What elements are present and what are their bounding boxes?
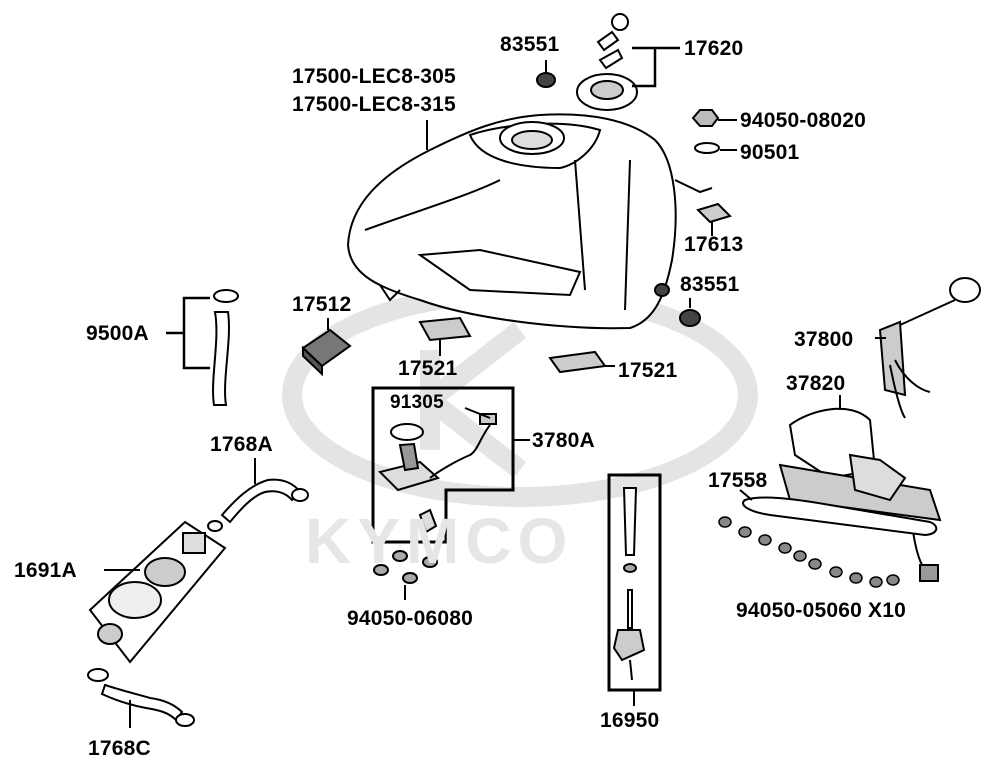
fuel-cap xyxy=(576,13,638,111)
label-37800: 37800 xyxy=(794,328,854,351)
label-17613: 17613 xyxy=(684,233,744,256)
gasket-17558 xyxy=(742,496,938,537)
grommet-83551-right xyxy=(654,283,701,327)
nuts-94050-05060 xyxy=(718,516,900,588)
fuel-sender-37800 xyxy=(878,277,981,419)
label-17558: 17558 xyxy=(708,469,768,492)
label-17521-left: 17521 xyxy=(398,357,458,380)
rubber-17512 xyxy=(301,328,352,377)
label-83551-top: 83551 xyxy=(500,33,560,56)
label-94050-06080: 94050-06080 xyxy=(347,607,473,630)
box-3780A xyxy=(371,386,515,544)
washer-90501 xyxy=(694,142,720,154)
pump-assembly-37820 xyxy=(778,407,942,582)
kymco-watermark-logo xyxy=(282,283,758,507)
fuel-valve-16950 xyxy=(612,487,646,681)
label-1768A: 1768A xyxy=(210,433,273,456)
label-16950: 16950 xyxy=(600,709,660,732)
bracket-9500A xyxy=(166,296,210,370)
label-17620: 17620 xyxy=(684,37,744,60)
label-3780A: 3780A xyxy=(532,429,595,452)
label-17500-lec8-305: 17500-LEC8-305 xyxy=(292,65,456,88)
nuts-94050-06080 xyxy=(373,550,438,584)
fuel-pump-3780A xyxy=(378,413,497,534)
label-37820: 37820 xyxy=(786,372,846,395)
hose-1768C xyxy=(87,668,195,727)
label-17512: 17512 xyxy=(292,293,352,316)
hose-1768A xyxy=(207,478,309,532)
pad-17521-left xyxy=(418,316,472,342)
nut-94050-08020 xyxy=(691,109,720,127)
fuel-tank xyxy=(346,113,713,330)
leader-91305 xyxy=(464,407,491,419)
label-9500A: 9500A xyxy=(86,322,149,345)
label-83551-right: 83551 xyxy=(680,273,740,296)
clip-17613 xyxy=(696,202,732,224)
kymco-watermark-text: KYMCO xyxy=(305,505,574,577)
hose-9500A xyxy=(212,289,239,406)
label-1691A: 1691A xyxy=(14,559,77,582)
fuel-filter-1691A xyxy=(88,520,227,664)
label-1768C: 1768C xyxy=(88,737,151,760)
label-94050-05060-x10: 94050-05060 X10 xyxy=(736,599,906,622)
pad-17521-right xyxy=(548,350,607,374)
label-90501: 90501 xyxy=(740,141,800,164)
label-91305: 91305 xyxy=(390,392,444,413)
label-94050-08020: 94050-08020 xyxy=(740,109,866,132)
leaders-nut-washer xyxy=(718,119,737,151)
grommet-83551-top xyxy=(536,72,556,88)
bracket-17620 xyxy=(632,46,680,88)
leader-17558 xyxy=(739,489,753,501)
label-17500-lec8-315: 17500-LEC8-315 xyxy=(292,93,456,116)
label-17521-right: 17521 xyxy=(618,359,678,382)
